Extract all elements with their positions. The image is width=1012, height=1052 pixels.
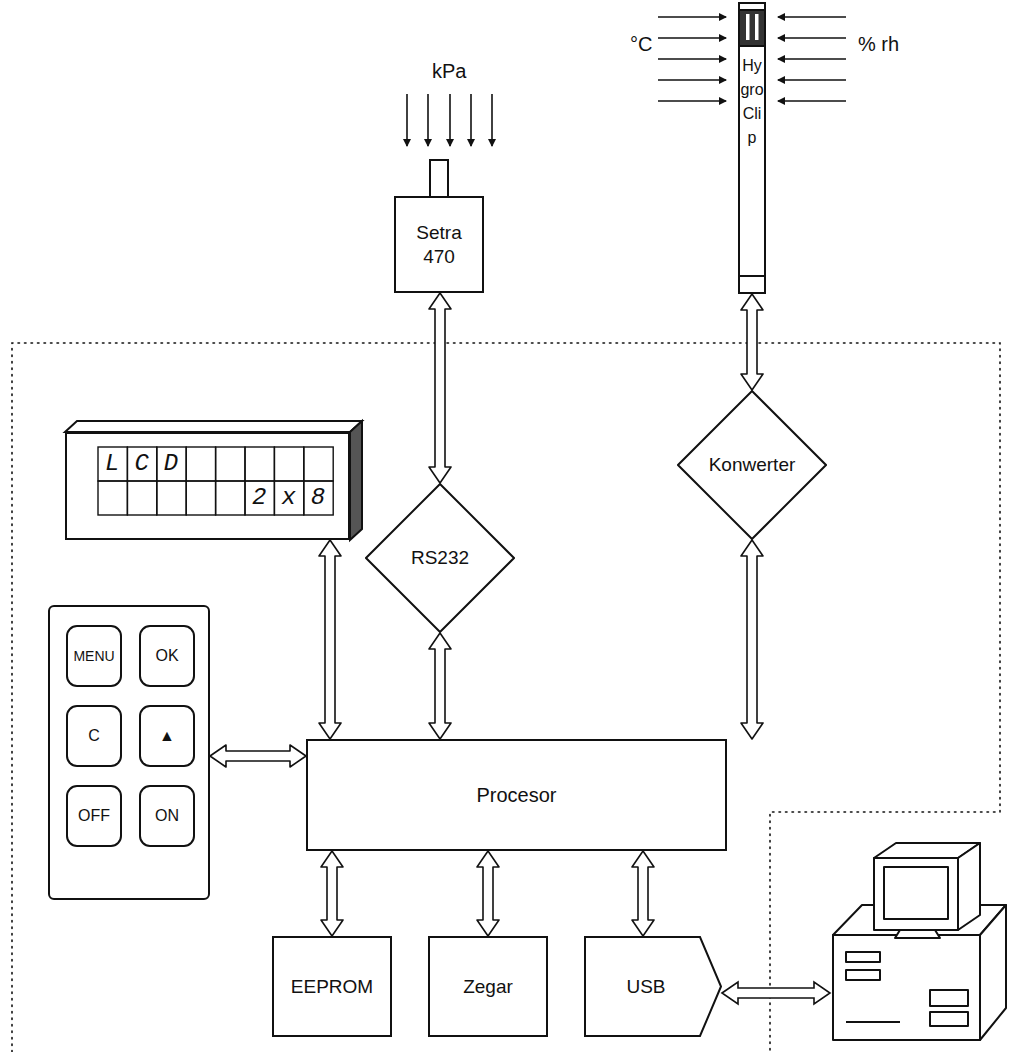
probe-head [740, 10, 764, 276]
node-text: ON [155, 807, 179, 825]
node-text: RS232 [411, 547, 469, 569]
key-button: ON [139, 785, 195, 847]
double-arrow-connector [321, 851, 343, 936]
key-button: OFF [66, 785, 122, 847]
key-button: ▲ [139, 705, 195, 767]
node-text: EEPROM [291, 976, 373, 998]
key-button: C [66, 705, 122, 767]
key-button: OK [139, 625, 195, 687]
node-text: Zegar [463, 976, 513, 998]
double-arrow-connector [429, 633, 451, 739]
quantity-label: % rh [858, 33, 899, 56]
node-text: Setra 470 [409, 221, 469, 269]
interface-diamond: RS232 [365, 483, 515, 633]
double-arrow-connector [429, 293, 451, 483]
lcd-bevel-top [65, 421, 362, 432]
node-text: OFF [78, 807, 110, 825]
double-arrow-connector [741, 294, 763, 390]
clock-box: Zegar [428, 936, 548, 1037]
node-text: OK [155, 647, 178, 665]
quantity-label: kPa [432, 60, 466, 83]
sensor-box: Setra 470 [394, 196, 484, 293]
node-text: MENU [73, 648, 114, 664]
node-text: USB [626, 976, 665, 998]
node-text: Konwerter [709, 454, 796, 476]
usb-link-arrow [722, 982, 830, 1004]
pressure-arrows [407, 94, 492, 146]
lcd-bevel-side [350, 421, 362, 540]
key-button: MENU [66, 625, 122, 687]
node-text: Procesor [476, 784, 556, 807]
probe-text: HygroClip [740, 54, 764, 150]
node-text: ▲ [159, 727, 175, 745]
keypad: MENU OK C ▲ OFF ON [48, 605, 210, 900]
computer-illustration [833, 843, 1006, 1040]
lcd-text: LCD [105, 447, 193, 481]
double-arrow-connector [477, 851, 499, 936]
double-arrow-connector [741, 540, 763, 739]
double-arrow-connector [319, 540, 341, 739]
double-arrow-connector [632, 851, 654, 936]
lcd-display: LCD 2 x 8 [65, 432, 350, 540]
processor-box: Procesor [306, 739, 727, 851]
quantity-label: °C [630, 33, 652, 56]
node-text: C [88, 727, 100, 745]
lcd-text: 2 x 8 [252, 481, 326, 515]
converter-diamond: Konwerter [677, 390, 827, 540]
pressure-port [430, 160, 448, 197]
double-arrow-connector [210, 745, 306, 767]
probe: HygroClip [738, 2, 766, 294]
housing-boundary [12, 343, 1000, 1052]
usb-port: USB [584, 936, 722, 1037]
memory-box: EEPROM [272, 936, 392, 1037]
